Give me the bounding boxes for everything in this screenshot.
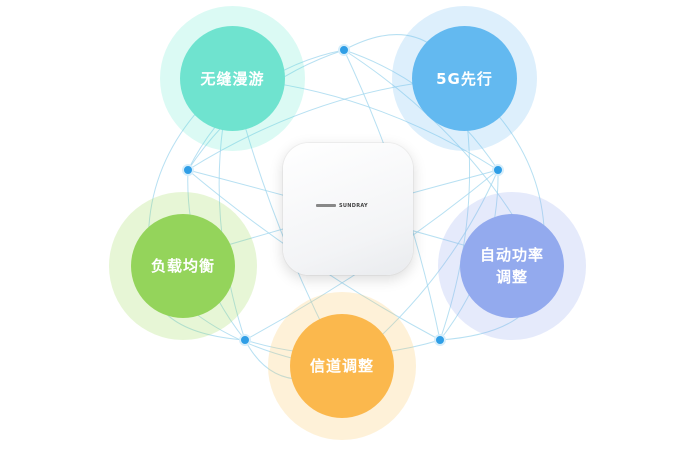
network-node bbox=[182, 164, 194, 176]
feature-label-line-1: 自动功率 bbox=[479, 246, 544, 264]
feature-label-line-2: 调整 bbox=[495, 268, 528, 286]
device-brand-label: SUNDRAY bbox=[339, 203, 368, 209]
feature-core: 信道调整 bbox=[290, 314, 394, 418]
feature-core: 5G先行 bbox=[412, 26, 517, 131]
network-node bbox=[338, 44, 350, 56]
feature-label: 信道调整 bbox=[309, 357, 374, 375]
feature-label: 无缝漫游 bbox=[200, 69, 265, 88]
access-point-device: SUNDRAY bbox=[283, 143, 413, 275]
network-node bbox=[434, 334, 446, 346]
feature-load-balancing: 负载均衡 bbox=[109, 192, 257, 340]
feature-core: 无缝漫游 bbox=[180, 26, 285, 131]
feature-channel-adjust: 信道调整 bbox=[268, 292, 416, 440]
feature-5g-first: 5G先行 bbox=[392, 6, 537, 151]
feature-label: 5G先行 bbox=[436, 69, 493, 88]
feature-auto-power-adjust: 自动功率 调整 bbox=[438, 192, 586, 340]
network-node bbox=[492, 164, 504, 176]
network-node bbox=[239, 334, 251, 346]
feature-seamless-roaming: 无缝漫游 bbox=[160, 6, 305, 151]
feature-core: 负载均衡 bbox=[131, 214, 235, 318]
feature-core: 自动功率 调整 bbox=[460, 214, 564, 318]
feature-label: 负载均衡 bbox=[150, 257, 215, 275]
device-indicator-bar bbox=[316, 204, 336, 207]
